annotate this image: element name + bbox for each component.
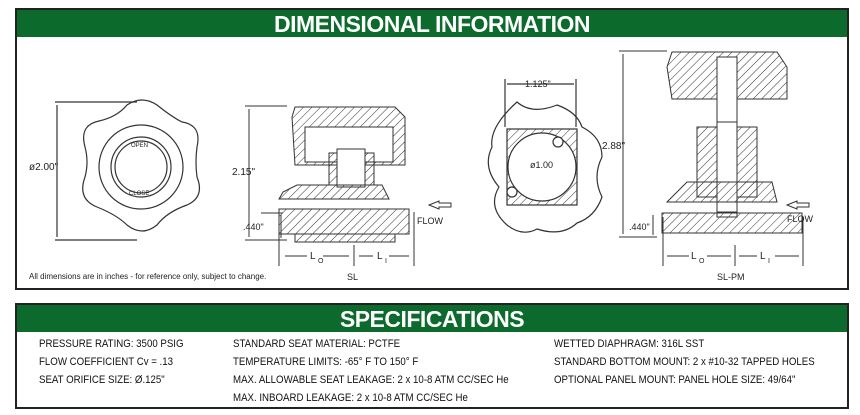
spec-seat-material: STANDARD SEAT MATERIAL: PCTFE <box>233 338 401 350</box>
pm-li-subscript: I <box>768 258 770 265</box>
pm-hole-label: ø1.00 <box>530 160 553 170</box>
knob-close-label: CLOSE <box>129 191 149 197</box>
spec-temperature-limits: TEMPERATURE LIMITS: -65° F TO 150° F <box>233 356 419 368</box>
pm-width-label: 1.125" <box>525 79 551 89</box>
dimensional-header: DIMENSIONAL INFORMATION <box>17 10 847 37</box>
sl-flow-label: FLOW <box>417 216 444 226</box>
specifications-header: SPECIFICATIONS <box>17 305 847 332</box>
sl-model-label: SL <box>347 272 358 282</box>
knob-diameter-label: ø2.00" <box>29 162 59 173</box>
sl-section-view <box>245 105 452 266</box>
knob-top-view <box>55 99 200 241</box>
pm-li-label: L <box>760 251 766 262</box>
sl-li-subscript: I <box>385 258 387 265</box>
spec-panel-mount: OPTIONAL PANEL MOUNT: PANEL HOLE SIZE: 4… <box>554 374 796 386</box>
technical-drawings: ø2.00" OPEN CLOSE 2.15" .440" FLOW L O L… <box>29 50 814 282</box>
sl-lo-label: L <box>310 251 316 262</box>
sl-base-label: .440" <box>243 222 264 232</box>
dimensional-information-panel: DIMENSIONAL INFORMATION ø2.00" OPEN CLOS… <box>15 8 849 290</box>
spec-seat-leakage: MAX. ALLOWABLE SEAT LEAKAGE: 2 x 10-8 AT… <box>233 374 509 386</box>
sl-li-label: L <box>377 251 383 262</box>
sl-lo-subscript: O <box>318 258 324 265</box>
specifications-panel: SPECIFICATIONS PRESSURE RATING: 3500 PSI… <box>15 303 849 409</box>
sl-height-label: 2.15" <box>232 167 255 178</box>
pm-height-label: 2.88" <box>602 141 625 152</box>
sl-pm-section-view <box>619 50 810 266</box>
spec-flow-coefficient: FLOW COEFFICIENT Cv = .13 <box>39 356 174 368</box>
spec-column-3: WETTED DIAPHRAGM: 316L SST STANDARD BOTT… <box>554 335 815 389</box>
pm-base-label: .440" <box>629 222 650 232</box>
spec-wetted-diaphragm: WETTED DIAPHRAGM: 316L SST <box>554 338 705 350</box>
spec-seat-orifice: SEAT ORIFICE SIZE: Ø.125" <box>39 374 165 386</box>
spec-column-2: STANDARD SEAT MATERIAL: PCTFE TEMPERATUR… <box>233 335 509 407</box>
panel-mount-top-view <box>487 79 603 233</box>
pm-lo-subscript: O <box>699 258 705 265</box>
spec-bottom-mount: STANDARD BOTTOM MOUNT: 2 x #10-32 TAPPED… <box>554 356 815 368</box>
pm-flow-label: FLOW <box>787 214 814 224</box>
spec-pressure-rating: PRESSURE RATING: 3500 PSIG <box>39 338 184 350</box>
spec-column-1: PRESSURE RATING: 3500 PSIG FLOW COEFFICI… <box>39 335 184 389</box>
pm-lo-label: L <box>691 251 697 262</box>
spec-inboard-leakage: MAX. INBOARD LEAKAGE: 2 x 10-8 ATM CC/SE… <box>233 392 468 404</box>
knob-open-label: OPEN <box>131 143 148 149</box>
dimensions-note: All dimensions are in inches - for refer… <box>29 272 267 281</box>
pm-model-label: SL-PM <box>717 272 745 282</box>
